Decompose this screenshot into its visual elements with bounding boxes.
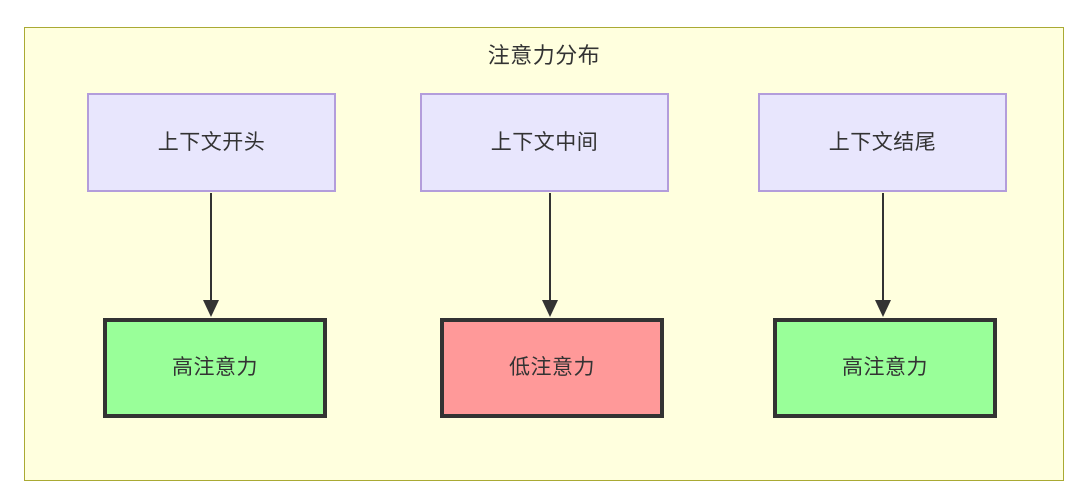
node-context-start[interactable]: 上下文开头 [87,93,336,192]
node-label: 上下文结尾 [828,130,937,154]
node-attention-high-start[interactable]: 高注意力 [103,318,327,418]
node-label: 低注意力 [509,356,595,379]
node-attention-low-middle[interactable]: 低注意力 [440,318,664,418]
node-label: 高注意力 [842,356,928,379]
node-context-middle[interactable]: 上下文中间 [420,93,669,192]
subgraph-title: 注意力分布 [487,43,601,68]
node-context-end[interactable]: 上下文结尾 [758,93,1007,192]
node-label: 高注意力 [172,356,258,379]
node-label: 上下文中间 [490,130,599,154]
node-label: 上下文开头 [157,130,266,154]
node-attention-high-end[interactable]: 高注意力 [773,318,997,418]
